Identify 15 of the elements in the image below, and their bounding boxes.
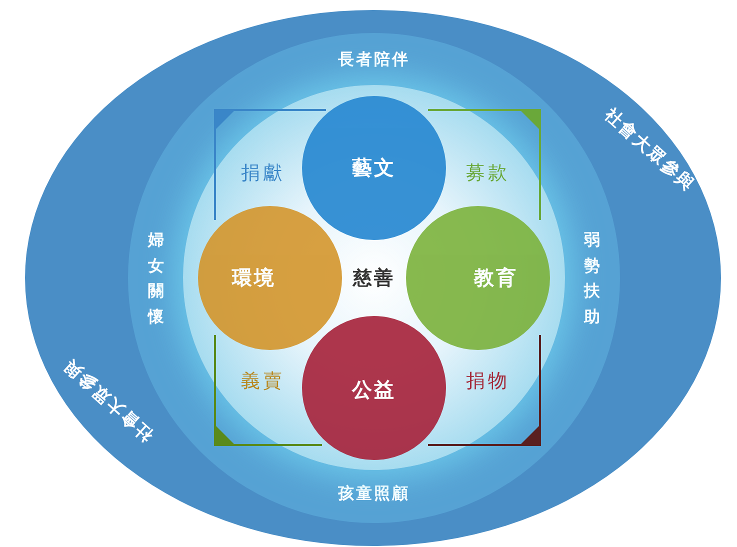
corner-label: 捐獻 bbox=[241, 161, 285, 186]
corner-label: 捐物 bbox=[466, 369, 510, 394]
ring-label: 孩童照顧 bbox=[338, 484, 410, 504]
curved-caption: 社會大眾參與 bbox=[58, 353, 158, 447]
corner-label: 義賣 bbox=[241, 369, 285, 394]
circle-label: 公益 bbox=[352, 376, 396, 404]
center-label: 慈善 bbox=[353, 266, 395, 291]
corner-label: 募款 bbox=[466, 161, 510, 186]
circle-label: 教育 bbox=[474, 264, 518, 292]
ring-label: 長者陪伴 bbox=[338, 50, 410, 70]
circle-label: 藝文 bbox=[352, 154, 396, 182]
ring-label: 弱勢扶助 bbox=[584, 228, 600, 328]
circle-label: 環境 bbox=[232, 264, 276, 292]
ring-label: 婦女關懷 bbox=[148, 228, 164, 328]
curved-caption: 社會大眾參與 bbox=[600, 104, 700, 197]
